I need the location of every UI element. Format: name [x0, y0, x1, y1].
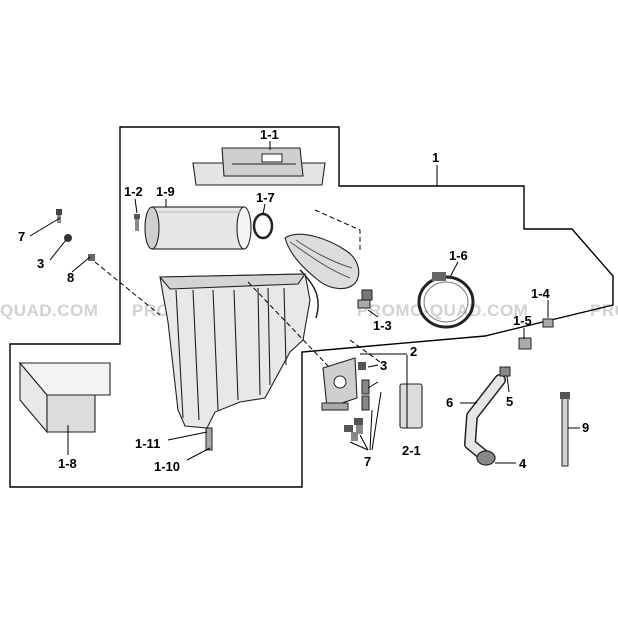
watermark-left: QUAD.COM: [0, 301, 98, 320]
leader-7-d: [371, 391, 382, 451]
part-4-clamp: [476, 450, 496, 466]
part-1-1-airbox-cover: [192, 147, 326, 186]
part-9-cable-tie: [560, 392, 570, 467]
leader-5: [506, 375, 510, 393]
callout-1-1: 1-1: [260, 127, 279, 142]
leader-3-left: [49, 239, 67, 261]
part-bracket: [321, 357, 358, 411]
callout-2: 2: [410, 344, 417, 359]
dash-box-to-bracket: [247, 281, 331, 369]
part-1-7-clamp: [252, 212, 274, 240]
callout-1: 1: [432, 150, 439, 165]
callout-6: 6: [446, 395, 453, 410]
callout-9: 9: [582, 420, 589, 435]
callout-4: 4: [519, 456, 527, 471]
leader-1-11: [167, 431, 208, 441]
callout-1-11: 1-11: [135, 436, 160, 451]
callout-1-3: 1-3: [373, 318, 392, 333]
callout-1-8: 1-8: [58, 456, 77, 471]
part-7-screw-left: [56, 209, 62, 223]
callout-7: 7: [364, 454, 371, 469]
callout-1-9: 1-9: [156, 184, 175, 199]
leader-7-left: [29, 217, 61, 237]
part-1-6-hose-clamp: [417, 272, 475, 329]
leader-1-10: [186, 447, 211, 461]
leader-1-6: [449, 261, 459, 278]
part-1-2-screw: [134, 214, 140, 231]
callout-1-5: 1-5: [513, 313, 532, 328]
callout-1-2: 1-2: [124, 184, 143, 199]
part-1-9-air-filter: [144, 206, 252, 250]
part-1-8-panel: [18, 361, 111, 434]
part-1-4-fitting: [542, 318, 554, 328]
part-2-1-plate: [399, 383, 423, 429]
dash-left-to-box: [94, 261, 161, 316]
callout-3: 3: [380, 358, 387, 373]
part-1-3-fitting: [357, 289, 373, 309]
assembly-outline: [9, 126, 614, 488]
watermark-center-right: PROMO-QUAD.COM: [357, 301, 528, 320]
callout-1-4: 1-4: [531, 286, 551, 301]
callout-2-1: 2-1: [402, 443, 421, 458]
leader-1-7: [262, 203, 266, 215]
part-6-breather-hose: [464, 374, 506, 464]
callout-3-left: 3: [37, 256, 44, 271]
callout-5: 5: [506, 394, 513, 409]
leader-7-a: [349, 441, 369, 451]
callout-8: 8: [67, 270, 74, 285]
part-1-5-fitting: [518, 337, 532, 350]
callout-1-6: 1-6: [449, 248, 468, 263]
leader-1-3: [367, 309, 379, 318]
part-5-clip: [499, 366, 511, 377]
leader-7-c: [369, 409, 373, 451]
leader-8: [71, 256, 91, 273]
part-air-duct-hose: [284, 233, 360, 319]
callout-1-7: 1-7: [256, 190, 275, 205]
leader-7-b: [359, 434, 369, 451]
watermark-right: PRO: [590, 301, 618, 320]
dash-bolt-top: [349, 339, 381, 363]
leader-3-a: [367, 364, 379, 368]
part-8-clip-left: [88, 254, 95, 261]
leader-1-2: [134, 198, 138, 214]
part-1-11-airbox-body: [158, 273, 311, 451]
dash-cover: [314, 209, 361, 250]
part-7-bolts: [344, 362, 370, 441]
callout-1-10: 1-10: [154, 459, 180, 474]
leader-3-b: [367, 381, 379, 389]
callout-7-left: 7: [18, 229, 25, 244]
